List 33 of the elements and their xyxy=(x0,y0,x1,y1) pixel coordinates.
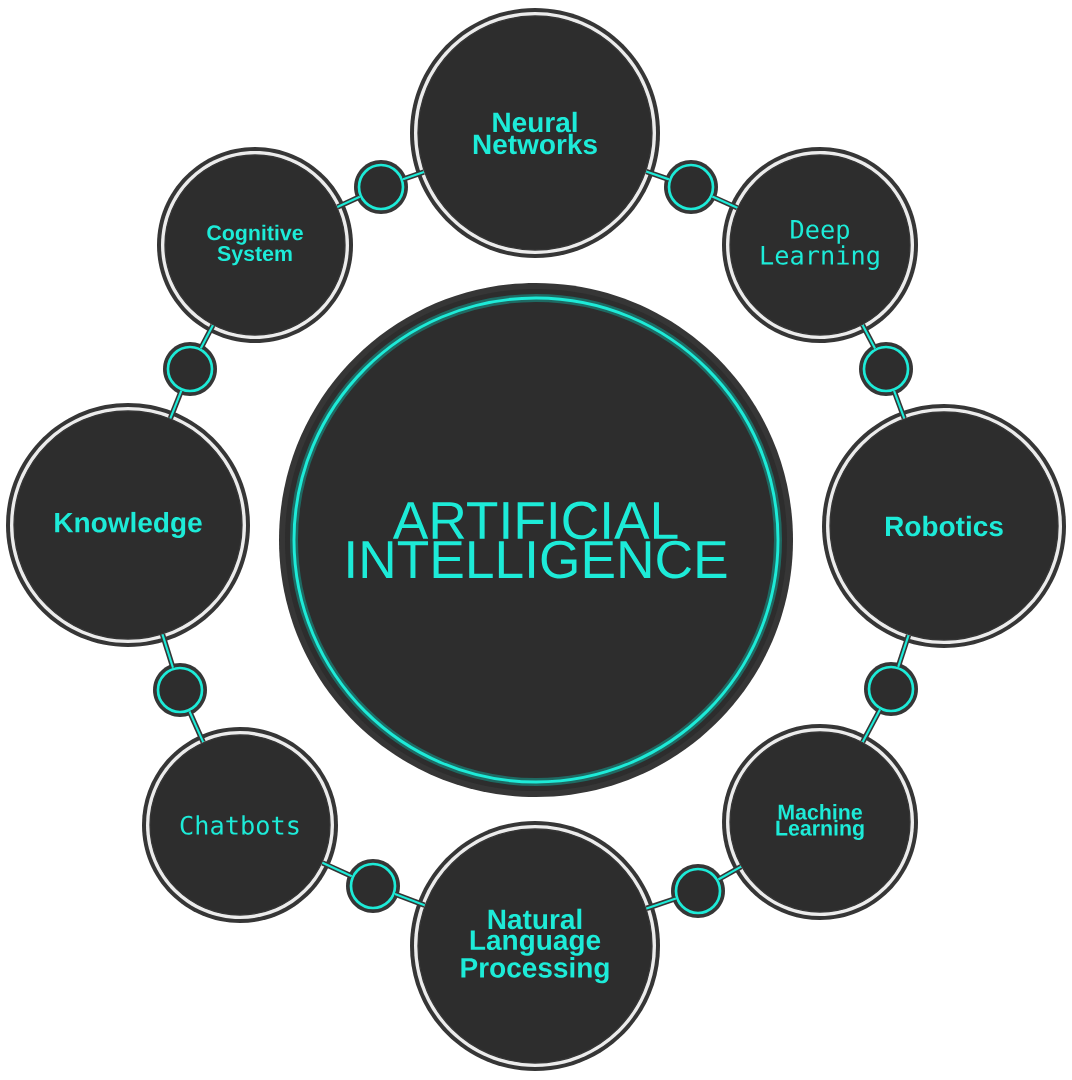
connector-line xyxy=(895,634,912,668)
connector-circle xyxy=(354,160,408,214)
connector-line xyxy=(645,168,670,182)
circle-node: Knowledge xyxy=(6,403,250,647)
circle-node: Chatbots xyxy=(142,727,338,923)
connector-line xyxy=(167,389,184,420)
connector-line xyxy=(717,864,743,882)
circle-node: Deep Learning xyxy=(722,147,918,343)
connector-circle xyxy=(346,859,400,913)
connector-line xyxy=(860,708,883,744)
circle-node: Machine Learning xyxy=(722,724,918,920)
circle-node: Natural Language Processing xyxy=(410,821,660,1071)
connector-circle xyxy=(671,864,725,918)
connector-circle xyxy=(153,663,207,717)
connector-line xyxy=(711,194,739,211)
connector-line xyxy=(891,389,907,420)
connector-line xyxy=(198,324,216,350)
connector-line xyxy=(402,169,425,182)
connector-circle xyxy=(163,342,217,396)
connector-line xyxy=(159,633,176,669)
circle-node: Cognitive System xyxy=(157,147,353,343)
connector-line xyxy=(321,860,353,879)
connector-line xyxy=(187,710,206,744)
circle-node: ARTIFICIAL INTELLIGENCE xyxy=(279,283,793,797)
connector-circle xyxy=(859,342,913,396)
connector-line xyxy=(393,891,426,908)
connector-circle xyxy=(864,662,918,716)
circle-node: Robotics xyxy=(822,404,1066,648)
connector-line xyxy=(336,194,361,210)
circle-node: Neural Networks xyxy=(410,8,660,258)
connector-circle xyxy=(664,160,718,214)
connector-line xyxy=(860,323,878,350)
connector-line xyxy=(645,895,677,911)
